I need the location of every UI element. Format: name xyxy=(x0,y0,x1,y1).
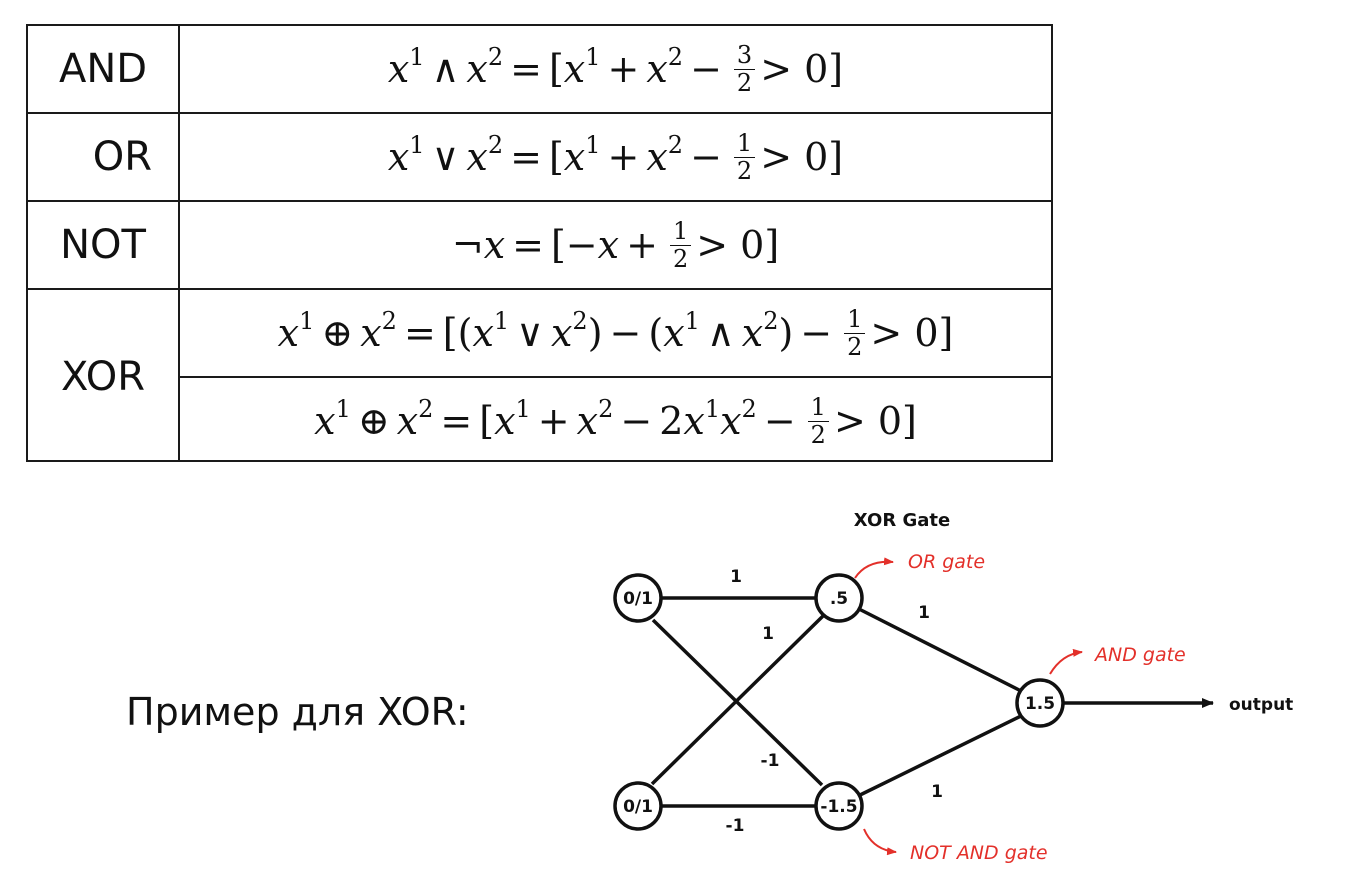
gate-label-xor: XOR xyxy=(60,354,146,400)
weight-or-to-out: 1 xyxy=(918,603,930,623)
formula-xor-2: x1 ⊕ x2 = [x1 + x2 − 2x1x2 − 1 2 > 0] xyxy=(314,392,917,449)
formula-not: ¬x = [−x + 1 2 > 0] xyxy=(451,216,780,273)
formula-xor-1: x1 ⊕ x2 = [(x1 ∨ x2) − (x1 ∧ x2) − 1 2 >… xyxy=(277,304,954,361)
gate-label-or: OR xyxy=(92,134,152,180)
fraction: 1 2 xyxy=(844,306,866,360)
node-output: 1.5 xyxy=(1015,678,1065,728)
table-row-divider xyxy=(28,200,1051,202)
fraction: 1 2 xyxy=(807,394,829,448)
node-hidden-or-label: .5 xyxy=(830,589,848,609)
gate-label-not: NOT xyxy=(60,222,146,268)
annotation-arrow-and xyxy=(1049,648,1083,675)
fraction: 1 2 xyxy=(669,218,692,272)
table-row-divider xyxy=(28,112,1051,114)
table-row-divider xyxy=(28,288,1051,290)
node-input-top-label: 0/1 xyxy=(623,589,653,609)
weight-in-top-to-nand: -1 xyxy=(761,751,780,771)
edge-nand-to-out xyxy=(859,713,1024,797)
weight-in-top-to-or: 1 xyxy=(730,567,742,587)
node-hidden-nand-label: -1.5 xyxy=(820,797,857,817)
fraction: 1 2 xyxy=(733,130,756,184)
diagram-title: XOR Gate xyxy=(854,510,950,531)
logic-gates-table: AND x1 ∧ x2 = [x1 + x2 − 3 2 > 0] OR x1 … xyxy=(26,24,1053,462)
weight-in-bottom-to-or: 1 xyxy=(762,624,774,644)
example-label: Пример для XOR: xyxy=(126,690,469,734)
formula-and: x1 ∧ x2 = [x1 + x2 − 3 2 > 0] xyxy=(387,40,844,97)
node-hidden-nand: -1.5 xyxy=(814,781,864,831)
annotation-or: OR gate xyxy=(908,551,985,573)
fraction: 3 2 xyxy=(733,42,756,96)
edge-or-to-out xyxy=(858,607,1024,694)
table-column-divider xyxy=(178,26,180,460)
edge-in-bottom-to-or xyxy=(650,614,825,786)
weight-in-bottom-to-nand: -1 xyxy=(726,816,745,836)
output-label: output xyxy=(1229,695,1293,715)
node-input-bottom-label: 0/1 xyxy=(623,797,653,817)
node-input-top: 0/1 xyxy=(613,573,663,623)
annotation-and: AND gate xyxy=(1093,644,1186,666)
table-subrow-divider xyxy=(180,376,1051,378)
edge-in-top-to-nand xyxy=(651,618,824,787)
annotation-arrow-or xyxy=(854,557,894,579)
formula-or: x1 ∨ x2 = [x1 + x2 − 1 2 > 0] xyxy=(387,128,844,185)
node-input-bottom: 0/1 xyxy=(613,781,663,831)
node-hidden-or: .5 xyxy=(814,573,864,623)
gate-label-and: AND xyxy=(58,46,148,92)
annotation-arrow-nand xyxy=(863,828,897,856)
annotation-nand: NOT AND gate xyxy=(910,842,1048,864)
weight-nand-to-out: 1 xyxy=(931,782,943,802)
node-output-label: 1.5 xyxy=(1025,694,1055,714)
